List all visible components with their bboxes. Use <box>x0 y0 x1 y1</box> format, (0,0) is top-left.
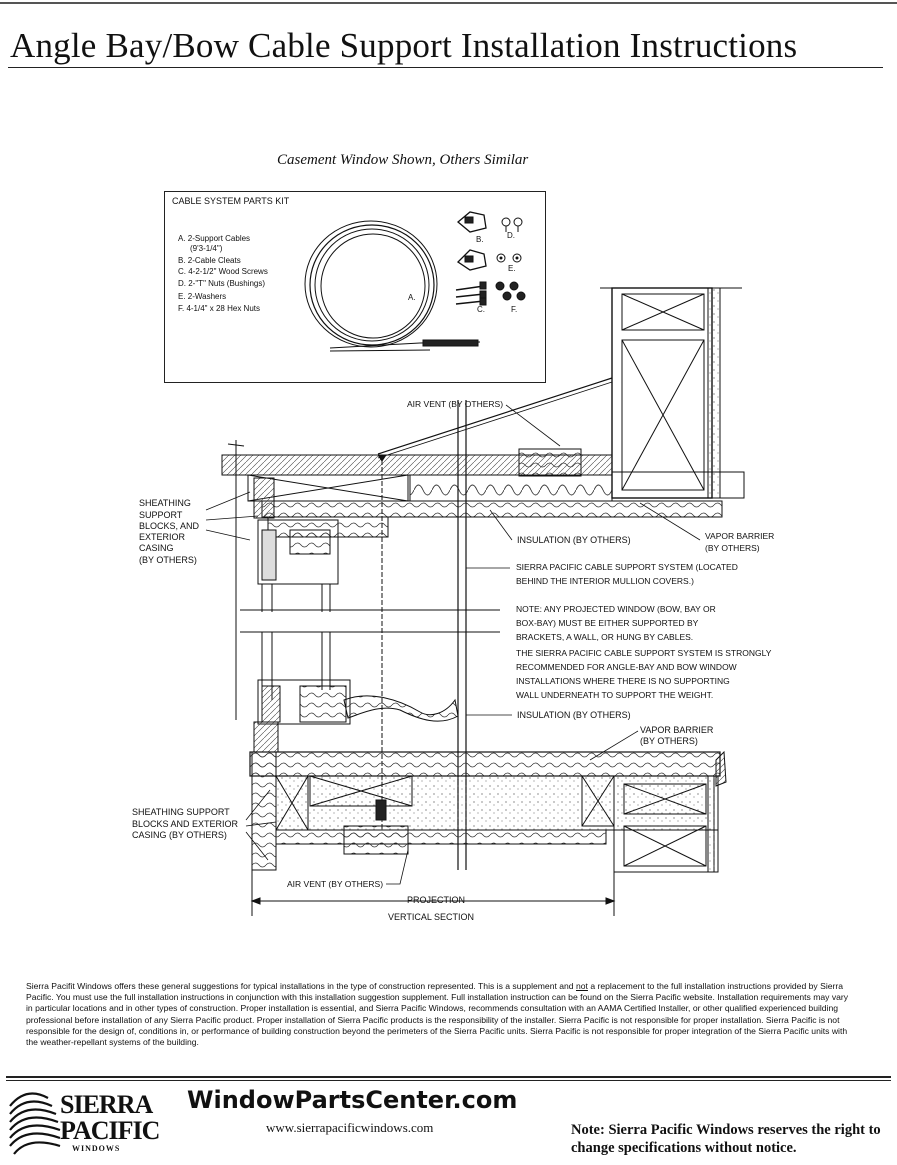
upper-window-frame <box>253 477 339 612</box>
disclaimer-part-1: Sierra Pacifit Windows offers these gene… <box>26 981 576 991</box>
note-line-5: RECOMMENDED FOR ANGLE-BAY AND BOW WINDOW <box>516 662 737 672</box>
sheathing-top-label-6: (BY OTHERS) <box>139 555 197 565</box>
sheathing-bottom-label-1: SHEATHING SUPPORT <box>132 807 230 817</box>
support-cable-coil <box>304 220 481 352</box>
note-line-4: THE SIERRA PACIFIC CABLE SUPPORT SYSTEM … <box>516 648 772 658</box>
callout-leaders <box>205 404 701 885</box>
t-nut-icon <box>501 217 523 232</box>
vapor-barrier-bottom-label-2: (BY OTHERS) <box>640 736 698 746</box>
kit-item-screws: C. 4-2-1/2" Wood Screws <box>178 267 268 276</box>
projection-dimension <box>250 870 616 916</box>
cable-system-label-2: BEHIND THE INTERIOR MULLION COVERS.) <box>516 576 694 586</box>
lower-window-frame <box>253 632 459 753</box>
upper-header-assembly <box>221 440 745 720</box>
part-label-d: D. <box>507 231 515 240</box>
disclaimer-underlined: not <box>575 981 588 991</box>
page-title: Angle Bay/Bow Cable Support Installation… <box>10 26 798 65</box>
logo-text-windows: WINDOWS <box>72 1144 121 1153</box>
sheathing-bottom-label-2: BLOCKS AND EXTERIOR <box>132 819 239 829</box>
air-vent-top-label: AIR VENT (BY OTHERS) <box>407 399 504 409</box>
cable-system-label-1: SIERRA PACIFIC CABLE SUPPORT SYSTEM (LOC… <box>516 562 738 572</box>
sheathing-top-label-3: BLOCKS, AND <box>139 521 200 531</box>
disclaimer-part-2: a replacement to the full installation i… <box>26 981 849 1048</box>
sierra-pacific-logo: SIERRA PACIFIC WINDOWS <box>6 1084 160 1160</box>
title-underline <box>8 67 883 68</box>
sheathing-top-label-4: EXTERIOR <box>139 532 186 542</box>
note-line-1: NOTE: ANY PROJECTED WINDOW (BOW, BAY OR <box>516 604 716 614</box>
brand-name: WindowPartsCenter.com <box>187 1086 518 1114</box>
vapor-barrier-top-label-1: VAPOR BARRIER <box>705 531 775 541</box>
wood-screw-icon <box>455 281 487 306</box>
website-url[interactable]: www.sierrapacificwindows.com <box>266 1120 434 1135</box>
footer-divider <box>6 1076 891 1078</box>
logo-text-pacific: PACIFIC <box>60 1116 160 1145</box>
note-line-3: BRACKETS, A WALL, OR HUNG BY CABLES. <box>516 632 694 642</box>
vapor-barrier-bottom-label-1: VAPOR BARRIER <box>640 725 714 735</box>
projection-label: PROJECTION <box>407 895 466 905</box>
lower-floor-assembly <box>249 750 727 873</box>
part-label-e: E. <box>508 264 516 273</box>
vapor-barrier-top-label-2: (BY OTHERS) <box>705 543 760 553</box>
kit-item-cables: A. 2-Support Cables <box>178 234 251 243</box>
part-label-c: C. <box>477 305 485 314</box>
insulation-bottom-label: INSULATION (BY OTHERS) <box>517 710 631 720</box>
air-vent-bottom-label: AIR VENT (BY OTHERS) <box>287 879 384 889</box>
kit-item-cleats: B. 2-Cable Cleats <box>178 256 241 265</box>
parts-kit-box: CABLE SYSTEM PARTS KIT A. 2-Support Cabl… <box>164 191 546 383</box>
note-line-2: BOX-BAY) MUST BE EITHER SUPPORTED BY <box>516 618 699 628</box>
washer-icon <box>496 253 522 263</box>
footer-divider-thin <box>6 1080 891 1081</box>
kit-item-hex-nuts: F. 4-1/4" x 28 Hex Nuts <box>178 304 260 313</box>
specification-note: Note: Sierra Pacific Windows reserves th… <box>571 1122 881 1156</box>
kit-item-washers: E. 2-Washers <box>178 292 227 301</box>
sheathing-top-label-2: SUPPORT <box>139 510 183 520</box>
part-label-b: B. <box>476 235 484 244</box>
mountain-logo-icon <box>9 1092 61 1155</box>
note-line-6: INSTALLATIONS WHERE THERE IS NO SUPPORTI… <box>516 676 730 686</box>
disclaimer-text: Sierra Pacifit Windows offers these gene… <box>26 981 850 1048</box>
parts-kit-heading: CABLE SYSTEM PARTS KIT <box>172 196 290 206</box>
hex-nut-icon <box>495 281 526 301</box>
upper-wall <box>600 287 742 499</box>
part-label-a: A. <box>408 293 416 302</box>
sheathing-top-label-1: SHEATHING <box>139 498 191 508</box>
logo-text-sierra: SIERRA <box>60 1090 153 1119</box>
drawing-subtitle: Casement Window Shown, Others Similar <box>277 152 529 168</box>
top-border <box>0 2 897 4</box>
sheathing-top-label-5: CASING <box>139 543 174 553</box>
note-line-7: WALL UNDERNEATH TO SUPPORT THE WEIGHT. <box>516 690 714 700</box>
vertical-section-label: VERTICAL SECTION <box>388 912 475 922</box>
kit-item-cable-length: (9'3-1/4") <box>190 244 223 253</box>
insulation-top-label: INSULATION (BY OTHERS) <box>517 535 631 545</box>
sheathing-bottom-label-3: CASING (BY OTHERS) <box>132 830 227 840</box>
part-label-f: F. <box>511 305 518 314</box>
kit-item-t-nuts: D. 2-"T" Nuts (Bushings) <box>178 279 266 288</box>
cable-cleat-icon <box>456 211 487 271</box>
break-lines <box>240 609 500 633</box>
